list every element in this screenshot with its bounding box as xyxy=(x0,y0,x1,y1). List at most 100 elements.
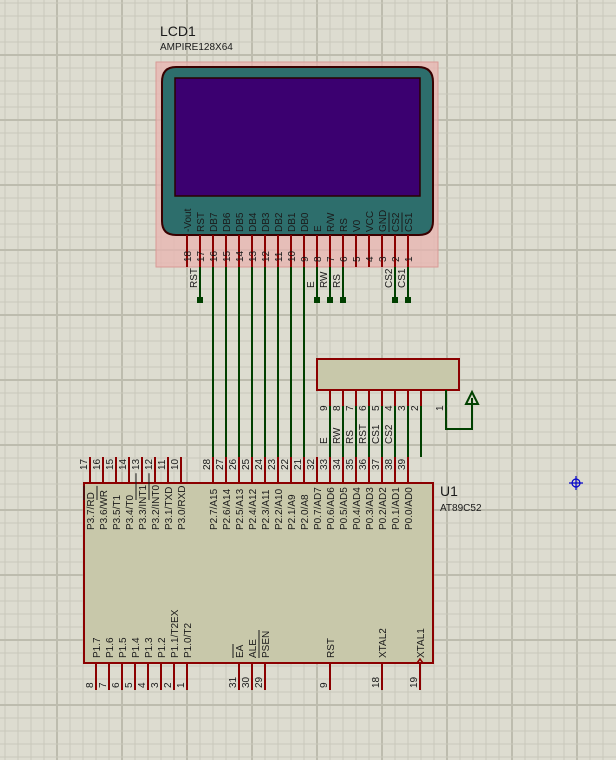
pin-name: GND xyxy=(378,210,389,232)
header-pin-9[interactable]: 9 xyxy=(319,390,331,411)
pin-name: E xyxy=(313,225,324,232)
pin-number: 6 xyxy=(358,405,369,411)
pin-number: 17 xyxy=(196,250,207,262)
header-pin-2[interactable]: 2 xyxy=(410,390,422,411)
header-pin-3[interactable]: 3 xyxy=(397,390,409,411)
mcu-pin-3[interactable]: 3P1.2 xyxy=(150,637,168,690)
pin-name: CS2 xyxy=(391,212,402,232)
pin-name: P2.5/A13 xyxy=(235,488,246,530)
lcd-pin-5[interactable]: 5V0 xyxy=(352,219,363,267)
pin-number: 9 xyxy=(319,405,330,411)
mcu-pin-5[interactable]: 5P1.4 xyxy=(124,637,142,690)
pin-name: DB6 xyxy=(222,212,233,232)
pin-number: 31 xyxy=(228,676,239,688)
net-label-rs: RS xyxy=(332,274,343,288)
power-terminal[interactable] xyxy=(445,389,480,430)
pin-number: 18 xyxy=(183,250,194,262)
mcu-pin-31[interactable]: 31 EA xyxy=(228,644,246,690)
pin-number: 3 xyxy=(397,405,408,411)
header-pin-6[interactable]: 6 xyxy=(358,390,370,411)
pin-number: 28 xyxy=(202,458,213,470)
pin-name: RST xyxy=(196,212,207,232)
pin-name: EA xyxy=(235,644,246,658)
mcu-pin-2[interactable]: 2P1.1/T2EX xyxy=(163,609,181,690)
pin-number: 2 xyxy=(391,256,402,262)
pin-name: P1.0/T2 xyxy=(183,623,194,658)
pin-name: -Vout xyxy=(183,208,194,232)
lcd-pin-8[interactable]: 8E xyxy=(313,225,324,267)
pin-number: 9 xyxy=(319,682,330,688)
lcd-pin-17[interactable]: 17 RST xyxy=(196,212,207,267)
net-label-rs: RS xyxy=(345,430,356,444)
lcd-pin-18[interactable]: 18 -Vout xyxy=(183,208,194,267)
pin-number: 5 xyxy=(371,405,382,411)
lcd-component[interactable]: LCD1 AMPIRE128X64 18-Vout17RST16DB715DB6… xyxy=(155,23,439,268)
pin-name: P2.0/A8 xyxy=(300,494,311,530)
header-pin-5[interactable]: 5 xyxy=(371,390,383,411)
mcu-component[interactable]: U1 AT89C52 17P3.7/RD16P3.6/WR15P3.5/T114… xyxy=(79,457,482,690)
mcu-pin-1[interactable]: 1P1.0/T2 xyxy=(176,623,194,690)
pin-name: P1.7 xyxy=(92,637,103,658)
pin-number: 5 xyxy=(352,256,363,262)
mcu-pin-8[interactable]: 8P1.7 xyxy=(85,637,103,690)
pin-name: P0.7/AD7 xyxy=(313,487,324,530)
header-pin-4[interactable]: 4 xyxy=(384,390,396,411)
mcu-pin-4[interactable]: 4P1.3 xyxy=(137,637,155,690)
lcd-pin-7[interactable]: 7R/W xyxy=(326,212,337,267)
pin-number: 13 xyxy=(248,250,259,262)
lcd-pin-3[interactable]: 3 GND xyxy=(378,210,389,267)
pin-number: 18 xyxy=(371,676,382,688)
mcu-pin-7[interactable]: 7P1.6 xyxy=(98,637,116,690)
pin-number: 3 xyxy=(378,256,389,262)
header-pin-8[interactable]: 8 xyxy=(332,390,344,411)
pin-number: 34 xyxy=(332,458,343,470)
lcd-pin-6[interactable]: 6RS xyxy=(339,218,350,267)
lcd-pin-2[interactable]: 2 CS2 xyxy=(388,212,402,267)
header-pin-7[interactable]: 7 xyxy=(345,390,357,411)
mcu-pin-6[interactable]: 6P1.5 xyxy=(111,637,129,690)
